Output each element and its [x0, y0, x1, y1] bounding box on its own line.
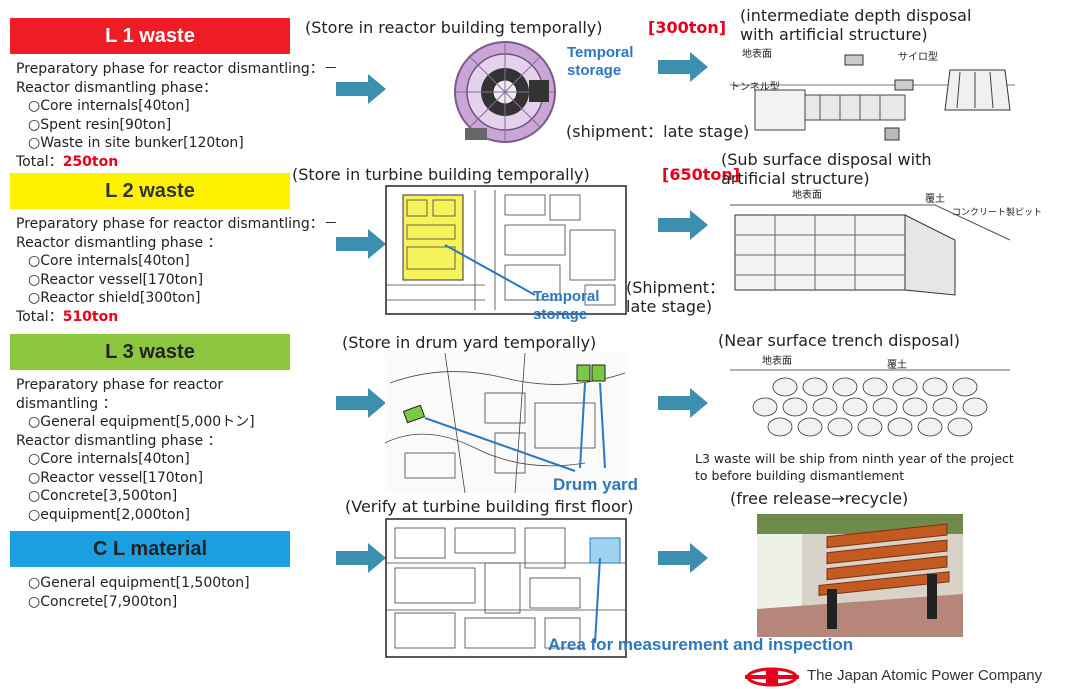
l2-shipment: (Shipment：late stage) [626, 278, 741, 316]
arrow-icon [336, 543, 386, 573]
total-value: 250ton [63, 154, 119, 170]
reactor-building-drawing [445, 40, 565, 145]
cl-line: ○Concrete[7,900ton] [16, 593, 250, 612]
cl-category-label: C L material [93, 538, 207, 561]
total-label: Total： [16, 309, 63, 325]
l1-line: Reactor dismantling phase： [16, 79, 338, 98]
l1-jp-label-3: トンネル型 [730, 78, 780, 93]
arrow-icon [336, 74, 386, 104]
l3-line: dismantling ： [16, 395, 255, 414]
l3-storage-label: Drum yard [553, 475, 638, 495]
l3-line: ○equipment[2,000ton] [16, 506, 255, 525]
l3-disposal-caption: (Near surface trench disposal) [718, 331, 960, 350]
l1-line: ○Waste in site bunker[120ton] [16, 134, 338, 153]
l2-jp-label-2: 覆土 [925, 190, 945, 205]
l2-line: Reactor dismantling phase ： [16, 234, 338, 253]
l3-storage-caption: (Store in drum yard temporally) [342, 333, 596, 352]
l1-jp-label-2: サイロ型 [898, 48, 938, 63]
l2-jp-label-3: コンクリート製ピット [952, 205, 1042, 218]
l3-line: Preparatory phase for reactor [16, 376, 255, 395]
l2-details: Preparatory phase for reactor dismantlin… [16, 215, 338, 326]
l1-jp-label-1: 地表面 [742, 45, 772, 60]
l2-line: ○Reactor shield[300ton] [16, 289, 338, 308]
l2-disposal-caption: (Sub surface disposal with artificial st… [721, 150, 971, 188]
l3-jp-label-1: 地表面 [762, 352, 792, 367]
l1-line: ○Core internals[40ton] [16, 97, 338, 116]
arrow-icon [658, 388, 708, 418]
cl-line: ○General equipment[1,500ton] [16, 574, 250, 593]
l1-line: ○Spent resin[90ton] [16, 116, 338, 135]
l3-line: ○Core internals[40ton] [16, 450, 255, 469]
l3-details: Preparatory phase for reactor dismantlin… [16, 376, 255, 524]
company-name: The Japan Atomic Power Company [807, 667, 1042, 684]
arrow-icon [336, 388, 386, 418]
arrow-icon [658, 543, 708, 573]
l2-category-label: L 2 waste [105, 180, 195, 203]
arrow-icon [658, 52, 708, 82]
l2-line: ○Reactor vessel[170ton] [16, 271, 338, 290]
arrow-icon [336, 229, 386, 259]
cl-details: ○General equipment[1,500ton] ○Concrete[7… [16, 574, 250, 611]
cl-storage-label: Area for measurement and inspection [548, 635, 853, 655]
l2-storage-caption: (Store in turbine building temporally) [292, 165, 590, 184]
total-label: Total： [16, 154, 63, 170]
l1-shipment: (shipment：late stage) [566, 122, 749, 141]
cl-disposal-caption: (free release→recycle) [730, 489, 908, 508]
l2-category-header: L 2 waste [10, 173, 290, 209]
l3-category-header: L 3 waste [10, 334, 290, 370]
recycled-bench-photo [757, 514, 963, 637]
l3-line: Reactor dismantling phase ： [16, 432, 255, 451]
l1-tonnage: [300ton] [648, 18, 726, 37]
l3-jp-label-2: 覆土 [887, 356, 907, 371]
total-value: 510ton [63, 309, 119, 325]
l2-line: Preparatory phase for reactor dismantlin… [16, 215, 338, 234]
l1-storage-caption: (Store in reactor building temporally) [305, 18, 603, 37]
l3-line: ○Reactor vessel[170ton] [16, 469, 255, 488]
l2-line: ○Core internals[40ton] [16, 252, 338, 271]
l1-details: Preparatory phase for reactor dismantlin… [16, 60, 338, 171]
l1-storage-label: Temporal storage [567, 44, 637, 80]
l1-total: Total：250ton [16, 153, 338, 172]
l3-category-label: L 3 waste [105, 341, 195, 364]
l1-line: Preparatory phase for reactor dismantlin… [16, 60, 338, 79]
l1-category-label: L 1 waste [105, 25, 195, 48]
subsurface-disposal-drawing [725, 185, 1025, 300]
company-logo-icon [745, 666, 799, 688]
l1-disposal-caption: (intermediate depth disposal with artifi… [740, 6, 1010, 44]
l2-total: Total：510ton [16, 308, 338, 327]
arrow-icon [658, 210, 708, 240]
l3-line: ○General equipment[5,000トン] [16, 413, 255, 432]
l3-line: ○Concrete[3,500ton] [16, 487, 255, 506]
l3-note: L3 waste will be ship from ninth year of… [695, 450, 1015, 484]
cl-storage-caption: (Verify at turbine building first floor) [345, 497, 634, 516]
l1-category-header: L 1 waste [10, 18, 290, 54]
cl-category-header: C L material [10, 531, 290, 567]
drum-yard-site-map [385, 353, 627, 493]
l2-storage-label: Temporal storage [533, 288, 613, 324]
l2-jp-label-1: 地表面 [792, 186, 822, 201]
